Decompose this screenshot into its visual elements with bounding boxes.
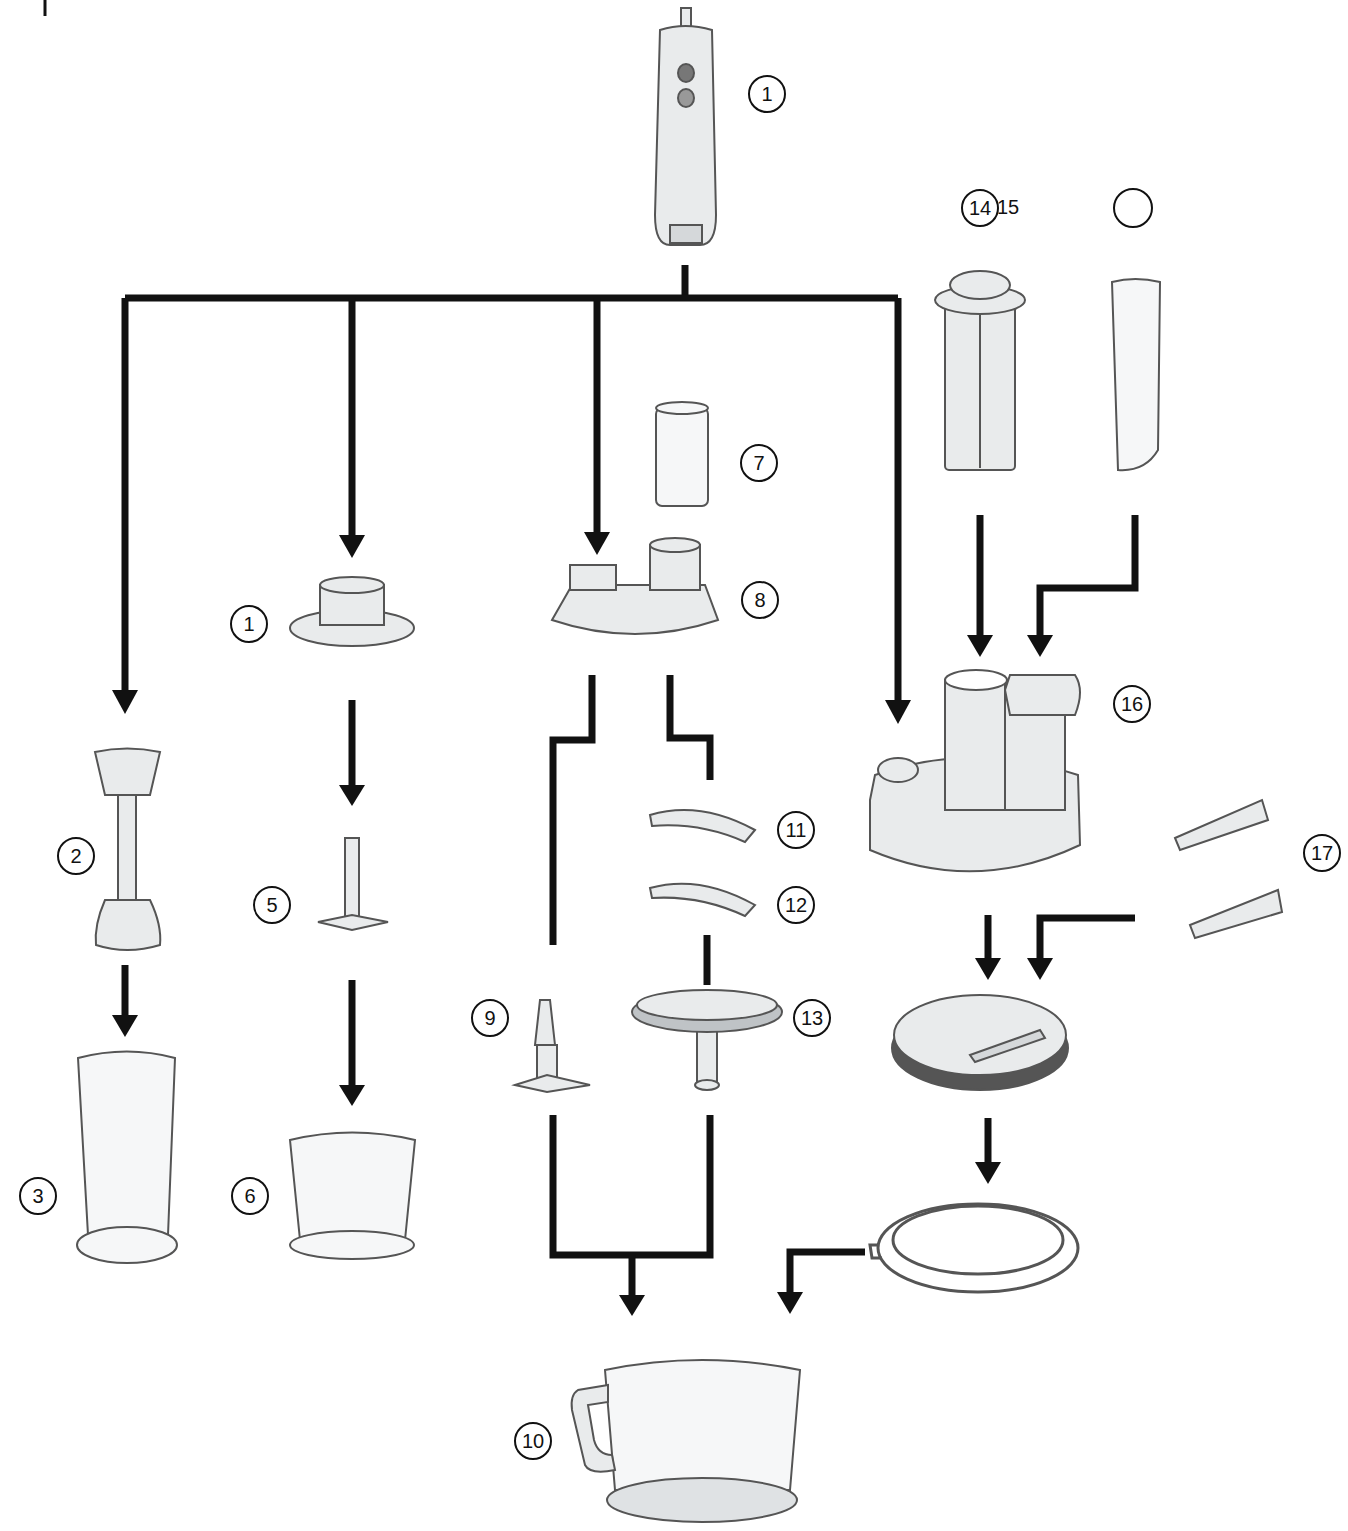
callout-number: 6 (244, 1185, 255, 1208)
callout-number: 3 (32, 1185, 43, 1208)
callout-circle: 11 (777, 811, 815, 849)
bowl-ring (870, 1204, 1078, 1292)
corner-mark (44, 0, 47, 16)
callout-number: 7 (753, 452, 764, 475)
callout-circle: 8 (741, 581, 779, 619)
callout-circle: 7 (740, 444, 778, 482)
callout-circle: 1 (748, 75, 786, 113)
callout-circle: 12 (777, 886, 815, 924)
arrow-heads (112, 532, 1053, 1316)
cleaning-tool (1175, 800, 1282, 938)
small-pusher (1112, 279, 1160, 470)
empty-callout (1114, 189, 1152, 227)
cutting-disc (632, 990, 782, 1090)
callout-number: 14 (969, 197, 991, 220)
callout-circle: 1 (230, 605, 268, 643)
callout-number: 13 (801, 1007, 823, 1030)
callout-number: 1 (243, 613, 254, 636)
callout-circle: 5 (253, 886, 291, 924)
callout-number: 17 (1311, 842, 1333, 865)
callout-circle: 16 (1113, 685, 1151, 723)
callout-circle: 3 (19, 1177, 57, 1215)
motor-handle (655, 8, 716, 245)
chopper-lid (290, 577, 414, 646)
callout-number: 12 (785, 894, 807, 917)
beaker (77, 1052, 177, 1264)
callout-circle: 17 (1303, 834, 1341, 872)
callout-number: 2 (70, 845, 81, 868)
assembly-arrows (125, 265, 1135, 1295)
callout-circle: 14 (961, 189, 999, 227)
callout-number: 11 (786, 819, 807, 842)
blender-foot (95, 749, 160, 951)
chopper-blade (318, 838, 388, 930)
callout-number: 1 (761, 83, 772, 106)
callout-number: 9 (484, 1007, 495, 1030)
bowl-lid (552, 538, 718, 634)
callout-circle: 10 (514, 1422, 552, 1460)
callout-number: 15 (997, 196, 1019, 219)
feeder-cover (870, 670, 1080, 871)
disc-cover (892, 995, 1068, 1090)
chopper-bowl (290, 1133, 415, 1260)
callout-number: 10 (522, 1430, 544, 1453)
callout-number: 8 (754, 589, 765, 612)
callout-number: 5 (266, 894, 277, 917)
callout-circle: 2 (57, 837, 95, 875)
callout-circle: 13 (793, 999, 831, 1037)
bowl-blade (515, 1000, 590, 1092)
callout-circle: 9 (471, 999, 509, 1037)
callout-circle: 6 (231, 1177, 269, 1215)
food-pusher (935, 271, 1025, 470)
grating-insert (650, 884, 755, 916)
main-bowl (572, 1360, 800, 1522)
slicing-insert (650, 810, 755, 842)
feed-tube (656, 402, 708, 506)
callout-number: 16 (1121, 693, 1143, 716)
